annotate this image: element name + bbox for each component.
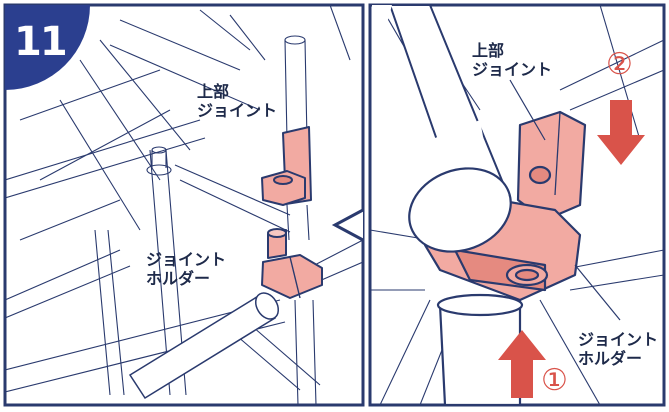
left-panel [3, 3, 365, 407]
left-upper-joint-part [261, 126, 312, 206]
right-joint-holder-label: ジョイント ホルダー [578, 330, 659, 368]
step-marker-2: ② [606, 47, 633, 82]
step-marker-1: ① [541, 363, 568, 398]
step-badge [5, 5, 90, 90]
break-marker [331, 208, 364, 242]
right-panel [368, 3, 666, 407]
step-number: 11 [14, 19, 68, 65]
left-upper-joint-label: 上部 ジョイント [197, 82, 278, 120]
right-upper-joint-part [516, 110, 587, 222]
right-upper-joint-label: 上部 ジョイント [472, 41, 553, 79]
left-joint-holder-label: ジョイント ホルダー [146, 250, 227, 288]
left-joint-holder-part [261, 228, 323, 299]
up-arrow [498, 330, 546, 398]
down-arrow [597, 100, 645, 165]
